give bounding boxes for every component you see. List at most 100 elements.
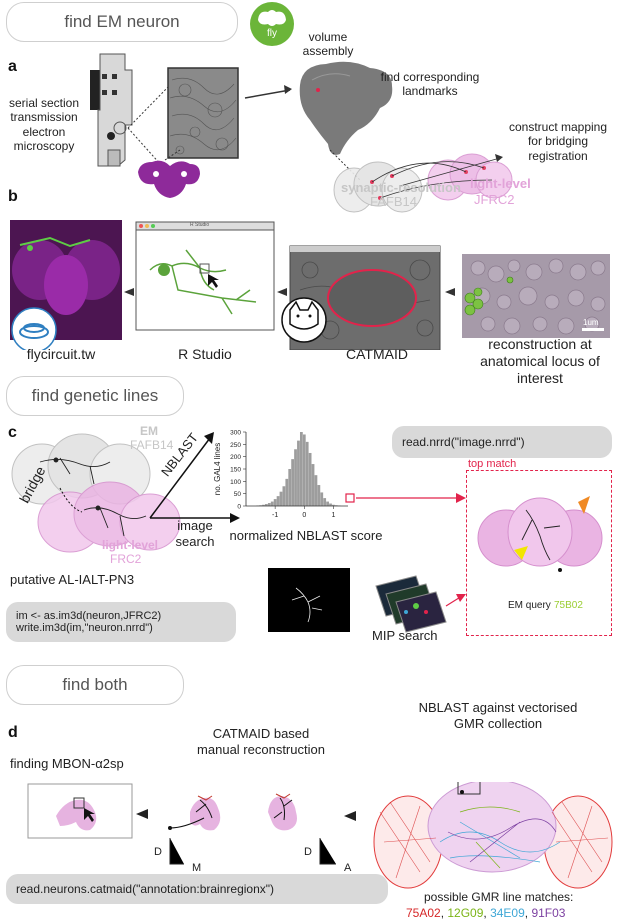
putative-label: putative AL-IALT-PN3: [10, 572, 135, 587]
hist-bar: [276, 496, 280, 506]
read-nrrd-text: read.nrrd("image.nrrd"): [402, 435, 525, 449]
hist-y-tick-label: 150: [230, 467, 241, 474]
hist-bar: [323, 498, 327, 506]
find-both-label: find both: [62, 675, 128, 694]
write-im3d-code: im <- as.im3d(neuron,JFRC2) write.im3d(i…: [6, 602, 236, 642]
hist-y-tick-label: 100: [230, 479, 241, 486]
em-neuron: [39, 457, 111, 485]
code-line-2: write.im3d(im,"neuron.nrrd"): [16, 622, 153, 634]
hist-bar: [291, 459, 295, 506]
hist-bar: [270, 501, 274, 506]
em-label: EM: [140, 424, 158, 438]
mip-stack: [375, 575, 466, 633]
panel-a-illustration: [90, 53, 513, 213]
hist-x-tick-label: 1: [331, 512, 335, 519]
jfrc2-label: JFRC2: [474, 192, 515, 207]
hist-bar: [294, 449, 297, 506]
panel-c-letter: c: [8, 424, 17, 441]
rstudio-label: R Studio: [178, 346, 232, 362]
magenta-brain: [138, 160, 200, 198]
panel-d-illustration: [27, 782, 613, 889]
fly-badge-label: fly: [267, 28, 277, 39]
hist-xlabel: normalized NBLAST score: [229, 528, 383, 543]
code-line-1: im <- as.im3d(neuron,JFRC2): [16, 610, 162, 622]
match-sep-3: ,: [524, 906, 532, 920]
nblast-gmr-label: NBLAST against vectorised GMR collection: [418, 700, 578, 731]
recon-label: reconstruction at anatomical locus of in…: [480, 336, 600, 386]
hist-y-tick-label: 200: [230, 454, 241, 461]
hist-bar: [262, 504, 265, 506]
hist-bar: [302, 434, 306, 506]
gmr-brain: [373, 782, 613, 889]
panel-a-letter: a: [8, 58, 17, 75]
volume-assembly-shape: [299, 61, 393, 155]
hist-bar: [297, 440, 300, 506]
read-neurons-text: read.neurons.catmaid("annotation:brainre…: [16, 882, 275, 896]
axis-a-label: A: [344, 862, 352, 874]
match-34e09: 34E09: [490, 906, 525, 920]
find-genetic-lines-header: find genetic lines: [6, 376, 184, 416]
match-75a02: 75A02: [406, 906, 441, 920]
find-genetic-lines-label: find genetic lines: [31, 386, 159, 405]
panel-b-illustration: [10, 220, 610, 350]
fafb-label: FAFB14: [370, 194, 417, 209]
top-match-brain: [477, 496, 603, 572]
hist-bar: [288, 469, 292, 506]
hist-ylabel: no. GAL4 lines: [213, 443, 222, 495]
match-12g09: 12G09: [447, 906, 484, 920]
hist-bar: [317, 485, 321, 506]
find-landmarks-label: find corresponding landmarks: [380, 70, 480, 99]
light-level-c-label: light-level: [102, 538, 159, 552]
finding-window: [27, 783, 133, 839]
axis-m-label: M: [192, 862, 202, 874]
em-tile: [167, 67, 239, 159]
lm-neuron: [83, 505, 147, 537]
hist-bar: [267, 503, 271, 506]
microscope-icon: [90, 53, 133, 167]
hist-bar: [265, 504, 268, 506]
find-em-neuron-label: find EM neuron: [64, 12, 180, 31]
hist-y-tick-label: 0: [237, 504, 241, 511]
match-sep-1: ,: [440, 906, 448, 920]
hist-x-tick-label: 0: [302, 512, 306, 519]
line-id-label: 75B02: [554, 600, 583, 611]
fly-badge: fly: [250, 2, 294, 46]
rstudio-title: R Studio: [190, 222, 210, 228]
sstem-label: serial section transmission electron mic…: [8, 96, 80, 154]
catmaid-logo: [281, 297, 327, 343]
em-neuron-black-image: [268, 568, 350, 632]
hist-bar: [332, 504, 335, 506]
em-fafb-label: FAFB14: [130, 438, 174, 452]
fly-brain-icon: [258, 10, 286, 26]
match-sep-2: ,: [483, 906, 491, 920]
lm-brain-outline: [37, 481, 181, 553]
read-nrrd-code: read.nrrd("image.nrrd"): [392, 426, 612, 458]
hist-bar: [279, 491, 283, 506]
hist-y-tick-label: 50: [234, 491, 242, 498]
mip-search-label: MIP search: [372, 628, 438, 643]
hist-bar: [326, 501, 329, 506]
catmaid-label: CATMAID: [346, 346, 408, 362]
manual-recon-1: [168, 795, 221, 831]
manual-recon-2: [268, 793, 297, 831]
frc2-label: FRC2: [110, 552, 142, 566]
top-match-label: top match: [468, 458, 517, 470]
gmr-matches: 75A02, 12G09, 34E09, 91F03: [406, 906, 565, 920]
hist-bar: [305, 441, 309, 506]
hist-bar: [320, 492, 324, 506]
axis-d2-label: D: [304, 846, 312, 858]
match-91f03: 91F03: [531, 906, 566, 920]
hist-x-tick-label: -1: [272, 512, 278, 519]
hist-y-tick-label: 300: [230, 430, 241, 437]
possible-matches-label: possible GMR line matches:: [424, 890, 574, 904]
panel-c-brains: [11, 433, 181, 553]
recon-image: [462, 254, 610, 338]
axis-d-label: D: [154, 846, 162, 858]
synaptic-label: synaptic-resolution: [341, 180, 461, 195]
hist-bar: [282, 486, 286, 506]
image-search-label: image search: [175, 518, 215, 549]
read-neurons-code: read.neurons.catmaid("annotation:brainre…: [6, 874, 388, 904]
catmaid-manual-label: CATMAID based manual reconstruction: [197, 726, 325, 757]
hist-bar: [329, 503, 332, 506]
